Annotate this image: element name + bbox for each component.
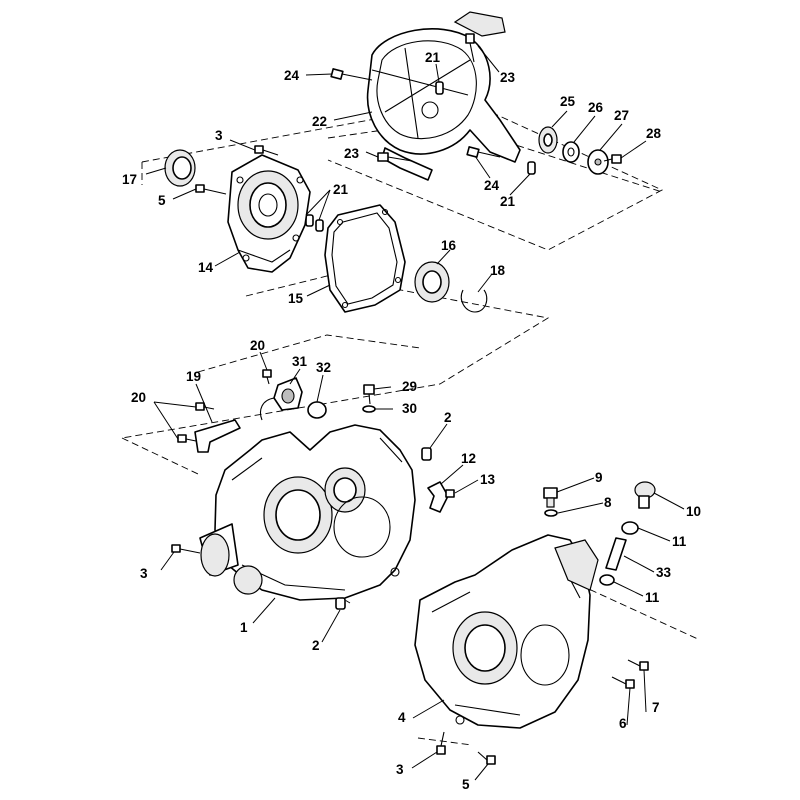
callout-22: 22 <box>312 114 327 129</box>
callout-11-upper: 11 <box>672 534 687 549</box>
bolt-23-upper <box>465 33 475 63</box>
bolt-24-upper <box>330 68 373 81</box>
callout-30: 30 <box>402 401 417 416</box>
callout-25: 25 <box>560 94 576 109</box>
fan-shroud-22 <box>366 11 521 181</box>
callout-11-lower: 11 <box>645 590 660 605</box>
callout-6: 6 <box>619 716 627 731</box>
washer-8 <box>544 509 558 517</box>
clip-12 <box>427 481 449 513</box>
callout-14: 14 <box>198 260 214 275</box>
callout-8: 8 <box>604 495 612 510</box>
callout-16: 16 <box>441 238 457 253</box>
bracket-19 <box>194 419 241 453</box>
bearing-16 <box>414 261 450 303</box>
callout-32: 32 <box>316 360 331 375</box>
dowel-pin-21-upper <box>435 81 444 95</box>
callout-29: 29 <box>402 379 417 394</box>
plate-27 <box>587 149 609 175</box>
bearing-25 <box>538 126 558 154</box>
callout-1: 1 <box>240 620 248 635</box>
bolt-5-cover <box>195 184 227 195</box>
bolt-20-sensor <box>262 369 272 385</box>
bolt-3-cover <box>254 145 279 156</box>
callout-9: 9 <box>595 470 603 485</box>
callout-3-bottom: 3 <box>396 762 404 777</box>
o-ring-32 <box>307 401 327 419</box>
gasket-assembly-outline <box>121 275 550 439</box>
dowel-pin-21-cover <box>305 214 324 232</box>
callout-26: 26 <box>588 100 604 115</box>
callout-15: 15 <box>288 291 304 306</box>
drain-plug-9 <box>543 487 558 508</box>
callout-7: 7 <box>652 700 660 715</box>
bolt-5-bottom <box>477 751 496 765</box>
bolt-13 <box>445 489 455 498</box>
bolt-3-case <box>171 544 201 554</box>
callout-24-lower: 24 <box>484 178 500 193</box>
callout-18: 18 <box>490 263 506 278</box>
callout-5-cover: 5 <box>158 193 166 208</box>
callout-23-upper: 23 <box>500 70 516 85</box>
callout-24-upper: 24 <box>284 68 300 83</box>
bolt-29 <box>363 384 375 405</box>
callout-17: 17 <box>122 172 137 187</box>
bolt-6 <box>611 676 635 689</box>
bolt-axis-lower <box>417 737 473 746</box>
callout-10: 10 <box>686 504 701 519</box>
oil-seal-17 <box>164 149 196 187</box>
lower-assembly-outline <box>197 334 421 373</box>
dipstick-cap-10 <box>634 481 656 509</box>
dowel-2-upper <box>421 447 432 461</box>
callout-labels: 24 21 23 22 25 26 27 28 23 24 21 3 17 5 … <box>122 50 701 792</box>
sensor-31 <box>259 377 303 421</box>
callout-21-cover: 21 <box>333 182 349 197</box>
dowel-pin-21-right <box>527 161 536 175</box>
callout-23-lower: 23 <box>344 146 360 161</box>
bolt-28 <box>603 154 622 164</box>
callout-4: 4 <box>398 710 406 725</box>
callout-31: 31 <box>292 354 308 369</box>
bolt-7 <box>627 659 649 671</box>
crankcase-half-1 <box>199 424 416 601</box>
callout-28: 28 <box>646 126 662 141</box>
dowel-2-lower <box>335 597 346 610</box>
leader-lines <box>145 45 685 781</box>
callout-2-lower: 2 <box>312 638 320 653</box>
crankcase-right-outline <box>579 584 701 641</box>
callout-27: 27 <box>614 108 629 123</box>
callout-20-sensor: 20 <box>250 338 265 353</box>
bolt-24-lower <box>466 146 501 158</box>
callout-13: 13 <box>480 472 496 487</box>
callout-3-case: 3 <box>140 566 148 581</box>
callout-33: 33 <box>656 565 672 580</box>
washer-30 <box>362 405 376 413</box>
callout-2-upper: 2 <box>444 410 452 425</box>
callout-3-cover: 3 <box>215 128 223 143</box>
callout-12: 12 <box>461 451 476 466</box>
callout-5-bottom: 5 <box>462 777 470 792</box>
gasket-15 <box>324 204 406 313</box>
filler-tube-33 <box>605 537 627 571</box>
crankcase-left-outline <box>121 437 199 475</box>
bolt-3-bottom <box>436 731 446 755</box>
cover-14 <box>227 154 311 273</box>
washer-26 <box>562 141 580 163</box>
crankcase-half-4 <box>414 534 599 729</box>
callout-20-left: 20 <box>131 390 146 405</box>
bolt-20-lower <box>177 434 197 443</box>
callout-21-right: 21 <box>500 194 516 209</box>
circlip-18 <box>460 289 488 313</box>
o-ring-11-lower <box>599 574 615 586</box>
callout-21-upper: 21 <box>425 50 441 65</box>
callout-19: 19 <box>186 369 201 384</box>
o-ring-11-upper <box>621 521 639 535</box>
